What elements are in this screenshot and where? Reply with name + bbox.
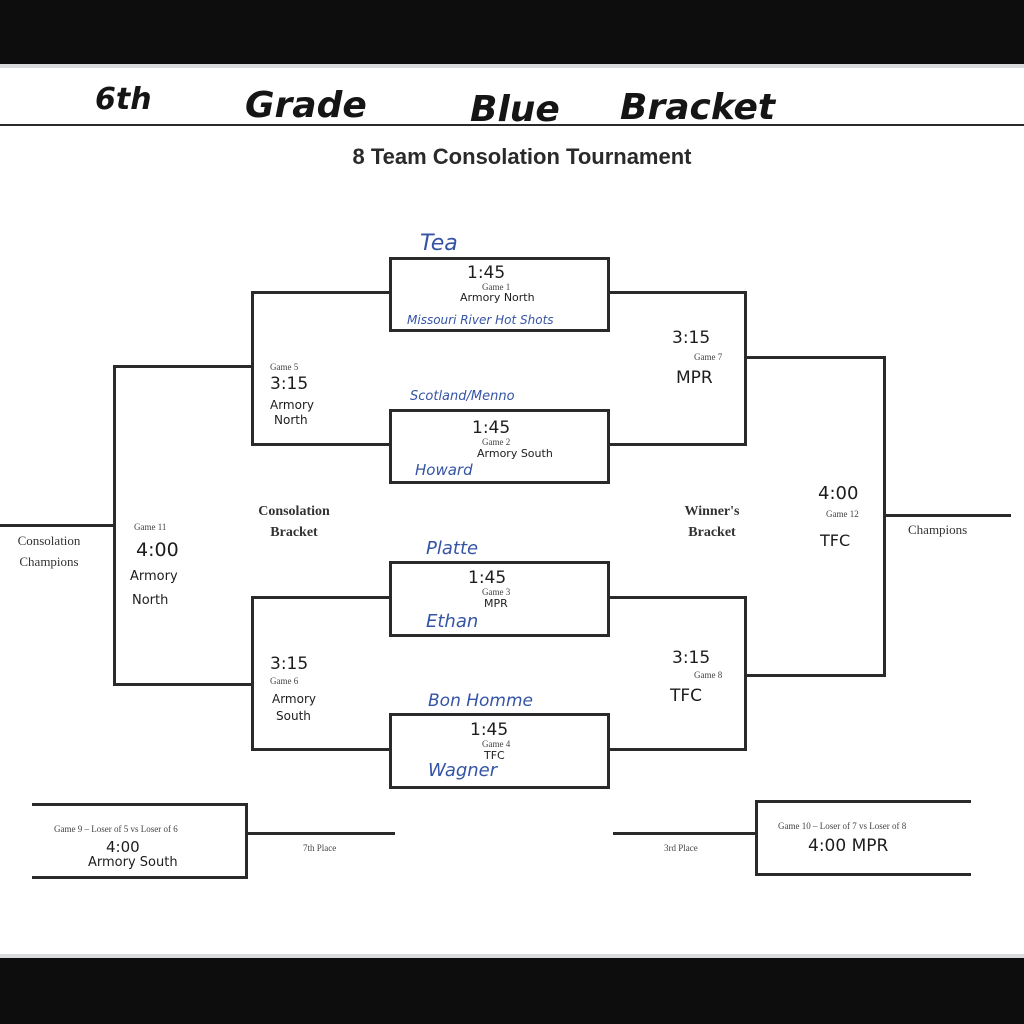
game-12-location: TFC — [820, 531, 851, 550]
game-1-team-top: Tea — [420, 231, 458, 256]
game-7-location: MPR — [676, 368, 713, 388]
winners-bracket-label-2: Bracket — [688, 525, 736, 540]
connector-line — [245, 803, 248, 879]
third-place-label: 3rd Place — [664, 843, 698, 853]
game-7-label: Game 7 — [694, 352, 723, 362]
consolation-bracket-label-1: Consolation — [258, 504, 330, 519]
connector-line — [608, 443, 747, 446]
game-2-box — [389, 409, 610, 484]
title-underline — [0, 124, 1024, 126]
game-1-team-bottom: Missouri River Hot Shots — [407, 313, 554, 327]
connector-line — [755, 800, 971, 803]
connector-line — [32, 803, 248, 806]
game-5-time: 3:15 — [270, 374, 309, 394]
game-6-location-line-2: South — [276, 709, 311, 723]
game-4-team-bottom: Wagner — [428, 760, 498, 781]
game-3-team-top: Platte — [426, 538, 479, 559]
hand-title-blue: Blue — [470, 89, 560, 130]
connector-line — [608, 291, 747, 294]
game-2-label: Game 2 — [482, 437, 511, 447]
connector-line — [113, 365, 253, 368]
connector-line — [251, 596, 254, 751]
game-11-location-line-2: North — [132, 593, 169, 608]
connector-line — [251, 291, 254, 446]
connector-line — [251, 443, 391, 446]
game-5-label: Game 5 — [270, 362, 299, 372]
game-11-label: Game 11 — [134, 522, 167, 532]
connector-line — [32, 876, 248, 879]
game-2-time: 1:45 — [472, 418, 511, 438]
connector-line — [613, 832, 758, 835]
game-11-location-line-1: Armory — [130, 569, 178, 584]
top-edge — [0, 64, 1024, 68]
hand-title-grade: Grade — [245, 85, 367, 126]
game-3-location: MPR — [484, 597, 508, 610]
connector-line — [608, 748, 747, 751]
game-4-location: TFC — [484, 749, 505, 762]
game-1-box — [389, 257, 610, 332]
game-7-time: 3:15 — [672, 328, 711, 348]
game-8-time: 3:15 — [672, 648, 711, 668]
connector-line — [245, 832, 395, 835]
connector-line — [608, 596, 747, 599]
connector-line — [755, 800, 758, 876]
champions-label: Champions — [908, 522, 968, 537]
page-title: 8 Team Consolation Tournament — [352, 144, 692, 169]
hand-title-bracket: Bracket — [620, 87, 776, 128]
connector-line — [883, 514, 1011, 517]
connector-line — [251, 596, 391, 599]
game-2-location: Armory South — [477, 447, 553, 460]
game-4-box — [389, 713, 610, 789]
game-3-team-bottom: Ethan — [426, 611, 479, 632]
game-3-label: Game 3 — [482, 587, 511, 597]
game-12-time: 4:00 — [818, 483, 859, 504]
connector-line — [744, 356, 886, 359]
game-6-location-line-1: Armory — [272, 692, 316, 706]
game-3-box — [389, 561, 610, 637]
game-3-time: 1:45 — [468, 568, 507, 588]
game-6-label: Game 6 — [270, 676, 299, 686]
game-10-time-location: 4:00 MPR — [808, 836, 889, 856]
game-2-team-top: Scotland/Menno — [410, 389, 515, 404]
game-4-team-top: Bon Homme — [428, 691, 534, 711]
connector-line — [744, 291, 747, 446]
bottom-edge — [0, 954, 1024, 958]
game-4-time: 1:45 — [470, 720, 509, 740]
game-9-label: Game 9 – Loser of 5 vs Loser of 6 — [54, 824, 178, 834]
game-5-location-line-1: Armory — [270, 398, 314, 412]
consolation-bracket-label-2: Bracket — [270, 525, 318, 540]
connector-line — [744, 596, 747, 751]
game-1-time: 1:45 — [467, 263, 506, 283]
connector-line — [251, 291, 391, 294]
winners-bracket-label-1: Winner's — [684, 504, 740, 519]
game-9-time: 4:00 — [106, 838, 140, 856]
game-1-location: Armory North — [460, 291, 535, 304]
hand-title-grade-number: 6th — [95, 82, 152, 117]
bracket-sheet — [0, 66, 1024, 958]
connector-line — [755, 873, 971, 876]
consolation-champions-label-2: Champions — [19, 554, 79, 569]
consolation-champions-label-1: Consolation — [17, 533, 81, 548]
game-8-location: TFC — [670, 686, 703, 706]
connector-line — [744, 674, 886, 677]
game-6-time: 3:15 — [270, 654, 309, 674]
game-1-label: Game 1 — [482, 282, 511, 292]
game-8-label: Game 8 — [694, 670, 723, 680]
game-11-time: 4:00 — [136, 539, 179, 561]
game-12-label: Game 12 — [826, 509, 859, 519]
seventh-place-label: 7th Place — [303, 843, 337, 853]
connector-line — [251, 748, 391, 751]
connector-line — [0, 524, 116, 527]
game-4-label: Game 4 — [482, 739, 511, 749]
game-2-team-bottom: Howard — [415, 461, 473, 479]
game-9-location: Armory South — [88, 855, 178, 870]
game-10-label: Game 10 – Loser of 7 vs Loser of 8 — [778, 821, 907, 831]
game-5-location-line-2: North — [274, 413, 308, 427]
connector-line — [113, 683, 253, 686]
